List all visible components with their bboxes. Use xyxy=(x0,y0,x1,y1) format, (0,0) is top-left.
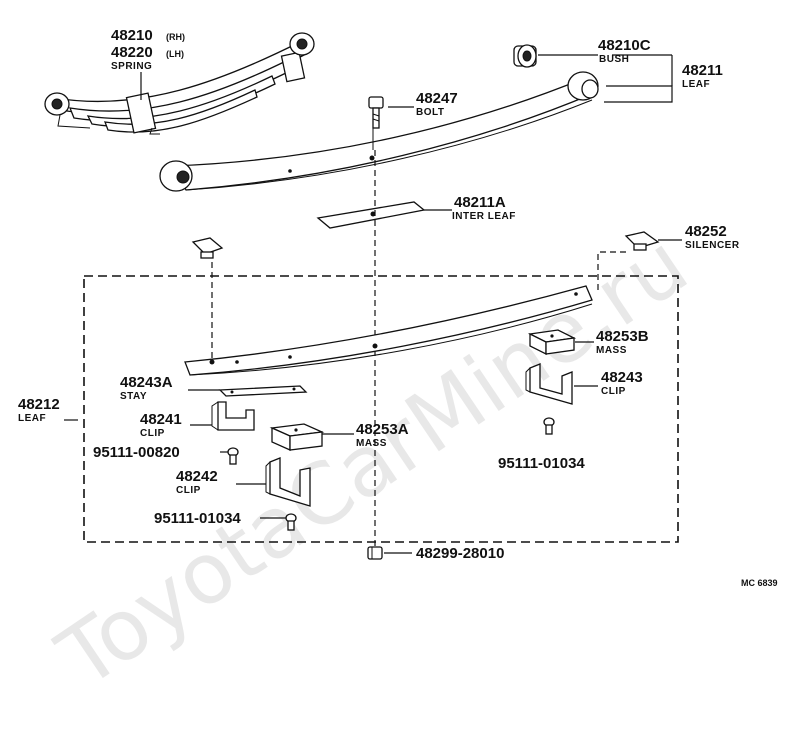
label-clip-l-num[interactable]: 48241 xyxy=(140,411,182,428)
part-labels: 48210 (RH) 48220 (LH) SPRING 48210C BUSH… xyxy=(18,27,778,588)
label-nut-num[interactable]: 48299-28010 xyxy=(416,545,504,562)
inter-leaf-48211a-drawing xyxy=(316,201,426,229)
label-mass-a-desc: MASS xyxy=(356,438,387,449)
clip-48241-drawing xyxy=(211,401,255,431)
label-clip-l-desc: CLIP xyxy=(140,428,165,439)
silencer-left-drawing xyxy=(191,237,224,259)
leaf-48212-drawing xyxy=(184,285,593,376)
label-silencer-num[interactable]: 48252 xyxy=(685,223,727,240)
bolt-48247-drawing xyxy=(368,96,384,129)
label-inter-leaf-num[interactable]: 48211A xyxy=(454,194,506,211)
stay-48243a-drawing xyxy=(218,385,308,397)
mass-48253b-drawing xyxy=(527,329,577,356)
screw-right-drawing xyxy=(543,417,555,435)
label-leaf-assy-desc: LEAF xyxy=(18,413,46,424)
label-stay-desc: STAY xyxy=(120,391,147,402)
spring-assembly-drawing xyxy=(44,32,315,135)
label-leaf-top-desc: LEAF xyxy=(682,79,710,90)
label-mass-a-num[interactable]: 48253A xyxy=(356,421,409,438)
label-screw-r-num[interactable]: 95111-01034 xyxy=(498,455,585,472)
screw-bottom-drawing xyxy=(285,513,297,531)
label-spring-sup2: (LH) xyxy=(166,49,184,59)
screw-95111-00820-drawing xyxy=(227,447,239,465)
label-mass-b-desc: MASS xyxy=(596,345,627,356)
label-spring-desc: SPRING xyxy=(111,61,152,72)
label-leaf-assy-num[interactable]: 48212 xyxy=(18,396,60,413)
nut-48299-28010-drawing xyxy=(367,546,383,560)
label-spring-sup1: (RH) xyxy=(166,32,185,42)
label-bolt-desc: BOLT xyxy=(416,107,444,118)
bush-48210c-drawing xyxy=(513,44,537,68)
label-spring-num2[interactable]: 48220 xyxy=(111,44,153,61)
label-bush-num[interactable]: 48210C xyxy=(598,37,651,54)
label-clip-lower-num[interactable]: 48242 xyxy=(176,468,218,485)
label-bolt-num[interactable]: 48247 xyxy=(416,90,458,107)
label-clip-lower-desc: CLIP xyxy=(176,485,201,496)
label-screw-bottom-num[interactable]: 95111-01034 xyxy=(154,510,241,527)
label-inter-leaf-desc: INTER LEAF xyxy=(452,211,516,222)
watermark: ToyotaCarMine.ru xyxy=(41,215,705,707)
diagram-code: MC 6839 xyxy=(741,578,778,588)
clip-48243-drawing xyxy=(525,363,573,405)
leaf-assembly-boundary xyxy=(83,275,679,543)
label-bush-desc: BUSH xyxy=(599,54,629,65)
label-mass-b-num[interactable]: 48253B xyxy=(596,328,649,345)
clip-48242-drawing xyxy=(265,457,311,507)
label-leaf-top-num[interactable]: 48211 xyxy=(682,62,723,79)
silencer-48252-drawing xyxy=(624,231,660,251)
leaf-48211-drawing xyxy=(159,71,599,192)
label-spring-num1[interactable]: 48210 xyxy=(111,27,153,44)
leader-lines xyxy=(64,54,682,554)
mass-48253a-drawing xyxy=(269,423,325,452)
label-silencer-desc: SILENCER xyxy=(685,240,740,251)
label-clip-r-num[interactable]: 48243 xyxy=(601,369,643,386)
label-screw-l-num[interactable]: 95111-00820 xyxy=(93,444,180,461)
label-clip-r-desc: CLIP xyxy=(601,386,626,397)
label-stay-num[interactable]: 48243A xyxy=(120,374,173,391)
